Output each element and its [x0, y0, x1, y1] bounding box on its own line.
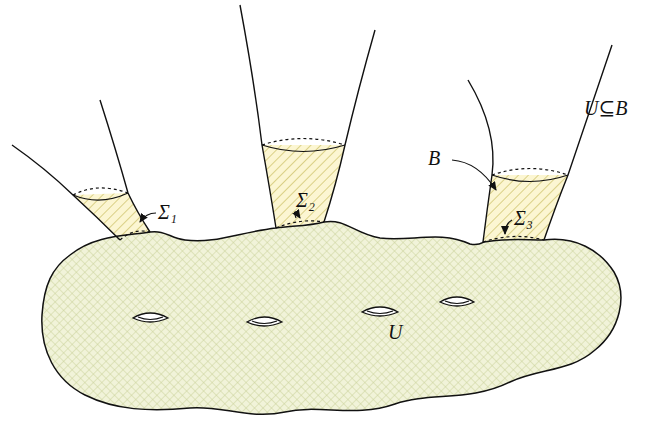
- relation-label: U⊆B: [584, 98, 627, 118]
- boundary-label: Σ₁: [158, 202, 177, 222]
- boundary-label: Σ₃: [514, 208, 533, 228]
- region-label: U: [388, 322, 402, 342]
- region-label: B: [428, 148, 440, 168]
- boundary-label: Σ₂: [296, 190, 315, 210]
